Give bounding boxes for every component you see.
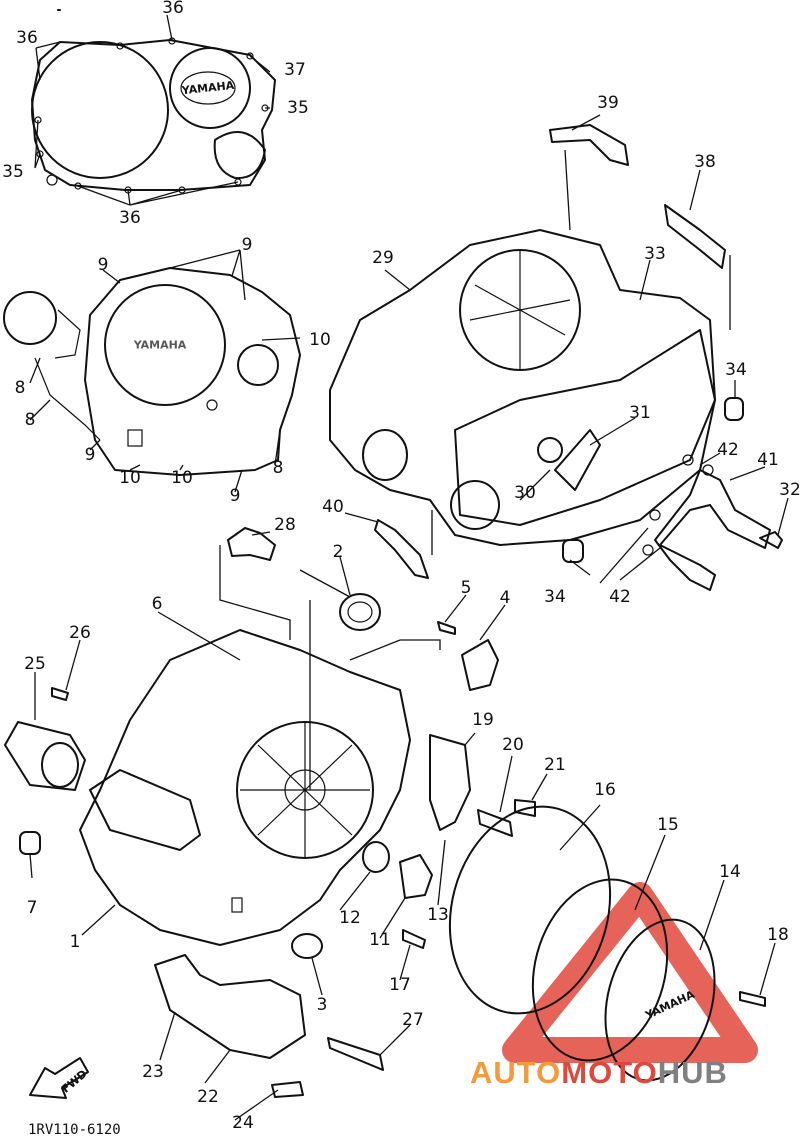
cover-logo-middle: YAMAHA xyxy=(133,338,187,352)
callout-21: 21 xyxy=(544,755,566,775)
callout-20: 20 xyxy=(502,735,524,755)
callout-6: 6 xyxy=(151,594,163,614)
callout-31: 31 xyxy=(629,403,651,423)
callout-29: 29 xyxy=(372,248,394,268)
callout-16: 16 xyxy=(594,780,616,800)
callout-34-a: 34 xyxy=(725,360,747,380)
callout-36-bottom: 36 xyxy=(119,208,141,228)
callout-12: 12 xyxy=(339,908,361,928)
callout-36-left: 36 xyxy=(16,28,38,48)
crankcase-cover-left xyxy=(79,629,411,946)
callout-33: 33 xyxy=(644,244,666,264)
dowel-pin-7 xyxy=(19,831,41,855)
callout-8-c: 8 xyxy=(272,458,284,478)
bracket-38 xyxy=(664,204,726,269)
starter-motor-25 xyxy=(4,721,86,791)
plate-19 xyxy=(429,734,471,831)
crankcase-cover-right xyxy=(329,229,716,546)
callout-37: 37 xyxy=(284,60,306,80)
watermark-moto: MOTO xyxy=(561,1055,658,1090)
watermark-triangle xyxy=(502,882,758,1063)
plate-4 xyxy=(461,639,499,691)
watermark-logo: AUTOMOTOHUB xyxy=(470,1055,728,1091)
bracket-39 xyxy=(549,124,629,166)
cover-15 xyxy=(531,878,669,1062)
callout-3: 3 xyxy=(316,995,328,1015)
bolt-18 xyxy=(739,991,766,1007)
gasket-outline-middle xyxy=(3,267,301,476)
callout-41: 41 xyxy=(757,450,779,470)
bolt-5 xyxy=(437,621,456,635)
callout-10-a: 10 xyxy=(309,330,331,350)
callout-1: 1 xyxy=(69,932,81,952)
callout-39: 39 xyxy=(597,93,619,113)
bolt-27 xyxy=(327,1037,384,1071)
callout-32: 32 xyxy=(779,480,800,500)
bracket-28 xyxy=(227,527,276,561)
callout-42-b: 42 xyxy=(609,587,631,607)
callout-4: 4 xyxy=(499,588,511,608)
bolt-24 xyxy=(271,1081,304,1098)
callout-26: 26 xyxy=(69,623,91,643)
callout-10-c: 10 xyxy=(171,468,193,488)
callout-25: 25 xyxy=(24,654,46,674)
watermark-hub: HUB xyxy=(657,1055,728,1090)
callout-27: 27 xyxy=(402,1010,424,1030)
callout-9-c: 9 xyxy=(84,445,96,465)
cover-14 xyxy=(604,918,716,1082)
bearing-2 xyxy=(339,593,381,631)
bearing-3 xyxy=(291,933,323,959)
callout-42-a: 42 xyxy=(717,440,739,460)
callout-30: 30 xyxy=(514,483,536,503)
clip-40 xyxy=(374,519,429,579)
callout-7: 7 xyxy=(26,898,38,918)
callout-35-right: 35 xyxy=(287,98,309,118)
callout-18: 18 xyxy=(767,925,789,945)
lever-41 xyxy=(642,454,771,591)
callout-9-a: 9 xyxy=(97,255,109,275)
callout-35-left: 35 xyxy=(2,162,24,182)
callout-36-top: 36 xyxy=(162,0,184,18)
starter-clutch-22 xyxy=(154,954,306,1059)
callout-13: 13 xyxy=(427,905,449,925)
gasket-outline-top xyxy=(31,37,276,194)
callout-5: 5 xyxy=(460,578,472,598)
callout-22: 22 xyxy=(197,1087,219,1107)
watermark-auto: AUTO xyxy=(470,1055,562,1090)
bolt-26-shape xyxy=(51,687,69,701)
plug-11 xyxy=(399,854,433,899)
callout-17: 17 xyxy=(389,975,411,995)
callout-2: 2 xyxy=(332,542,344,562)
callout-10-b: 10 xyxy=(119,468,141,488)
bolt-32 xyxy=(759,531,783,549)
gasket-16 xyxy=(448,805,612,1015)
callout-40: 40 xyxy=(322,497,344,517)
callout-15: 15 xyxy=(657,815,679,835)
bolt-20 xyxy=(477,809,513,837)
dowel-pin-34b xyxy=(562,539,584,563)
leader-lines xyxy=(29,14,789,1121)
bolt-17 xyxy=(402,929,426,949)
bolt-21 xyxy=(514,799,536,817)
forward-arrow xyxy=(29,1057,89,1099)
reference-code: 1RV110-6120 xyxy=(28,1122,121,1138)
callout-38: 38 xyxy=(694,152,716,172)
callout-11: 11 xyxy=(369,930,391,950)
callout-19: 19 xyxy=(472,710,494,730)
dowel-pin-34a xyxy=(724,397,744,421)
callout-34-b: 34 xyxy=(544,587,566,607)
callout-23: 23 xyxy=(142,1062,164,1082)
callout-28: 28 xyxy=(274,515,296,535)
callout-8-b: 8 xyxy=(24,410,36,430)
o-ring-12 xyxy=(362,841,390,873)
callout-9-b: 9 xyxy=(241,235,253,255)
callout-8-a: 8 xyxy=(14,378,26,398)
callout-24: 24 xyxy=(232,1113,254,1133)
callout-9-d: 9 xyxy=(229,486,241,506)
callout-14: 14 xyxy=(719,862,741,882)
